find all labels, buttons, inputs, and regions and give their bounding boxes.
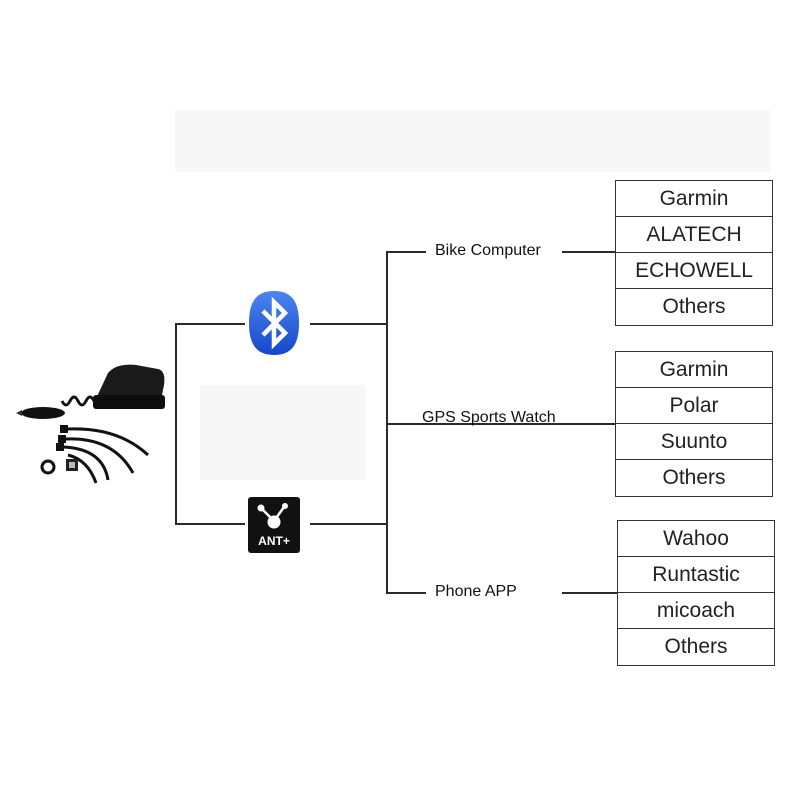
connector-line xyxy=(310,523,388,525)
brand-table-gps-sports-watch: Garmin Polar Suunto Others xyxy=(615,351,773,497)
connector-line xyxy=(386,592,426,594)
brand-cell: Others xyxy=(662,466,726,489)
background-haze xyxy=(175,110,770,172)
brand-cell: ECHOWELL xyxy=(616,253,772,289)
device-label-bike-computer: Bike Computer xyxy=(433,242,543,260)
brand-table-bike-computer: Garmin ALATECH ECHOWELL Others xyxy=(615,180,773,326)
connector-line xyxy=(386,251,388,594)
ant-plus-graphic xyxy=(257,503,288,529)
brand-cell: Others xyxy=(664,635,728,658)
connector-line xyxy=(175,323,177,525)
brand-cell: Garmin xyxy=(616,352,772,388)
brand-cell: Wahoo xyxy=(618,521,774,557)
brand-cell: Runtastic xyxy=(618,557,774,593)
connector-line xyxy=(420,423,616,425)
ant-plus-text: ANT+ xyxy=(258,534,290,548)
brand-cell: micoach xyxy=(618,593,774,629)
cadence-sensor-icon xyxy=(16,364,165,484)
bluetooth-icon xyxy=(249,291,299,355)
brand-cell: ALATECH xyxy=(616,217,772,253)
connector-line xyxy=(310,323,388,325)
device-label-phone-app: Phone APP xyxy=(433,583,519,601)
device-label-gps-sports-watch: GPS Sports Watch xyxy=(422,409,556,426)
background-haze xyxy=(200,385,365,480)
brand-cell: Polar xyxy=(616,388,772,424)
brand-cell: Others xyxy=(662,295,726,318)
brand-cell: Garmin xyxy=(616,181,772,217)
brand-table-phone-app: Wahoo Runtastic micoach Others xyxy=(617,520,775,666)
connector-line xyxy=(386,251,426,253)
connector-line xyxy=(175,323,245,325)
connector-line xyxy=(562,251,616,253)
connector-line xyxy=(175,523,245,525)
connector-line xyxy=(562,592,618,594)
connector-line xyxy=(386,423,426,425)
brand-cell: Suunto xyxy=(616,424,772,460)
ant-plus-icon: ANT+ xyxy=(248,497,300,553)
